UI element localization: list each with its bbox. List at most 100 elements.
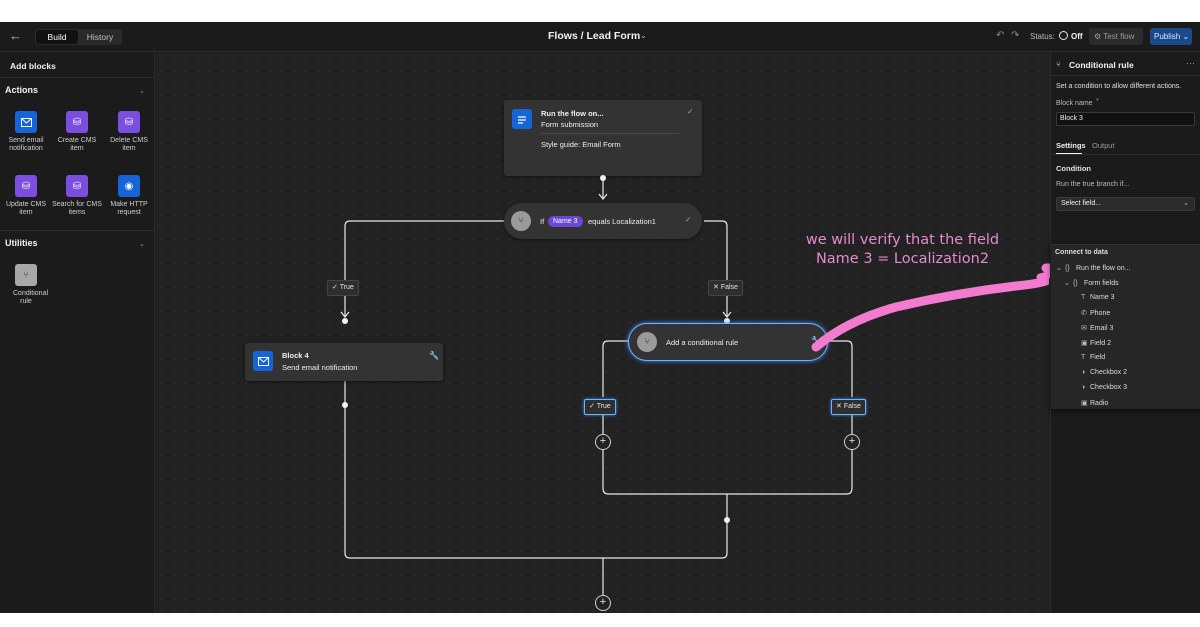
block-update-cms[interactable]: ⛁ Update CMS item bbox=[1, 175, 51, 217]
block-label: Update CMS item bbox=[5, 201, 47, 216]
undo-icon[interactable]: ↶ bbox=[996, 30, 1005, 41]
field-item-checkbox-3[interactable]: ◑Checkbox 3 bbox=[1081, 384, 1127, 391]
text-icon: T bbox=[1081, 294, 1086, 301]
close-icon: ✕ bbox=[836, 403, 844, 410]
branch-icon: ⑂ bbox=[1056, 60, 1061, 69]
field-label: Radio bbox=[1090, 400, 1109, 407]
menu-group-label: Form fields bbox=[1084, 280, 1119, 287]
field-label: Email 3 bbox=[1090, 325, 1114, 332]
block-name-input[interactable]: Block 3 bbox=[1056, 112, 1195, 126]
field-item-phone[interactable]: ✆Phone bbox=[1081, 309, 1110, 317]
field-chip: Name 3 bbox=[548, 216, 583, 227]
chevron-down-icon[interactable]: ⌄ bbox=[139, 88, 145, 95]
select-icon: ▣ bbox=[1081, 400, 1088, 407]
block-search-cms[interactable]: ⛁ Search for CMS items bbox=[52, 175, 102, 217]
true-branch-tag-2[interactable]: ✓ True bbox=[584, 399, 616, 415]
annotation-arrow bbox=[811, 276, 1049, 352]
field-item-radio[interactable]: ▣Radio bbox=[1081, 399, 1108, 407]
field-item-email-3[interactable]: ✉Email 3 bbox=[1081, 324, 1113, 332]
tab-output[interactable]: Output bbox=[1092, 141, 1115, 150]
field-label: Phone bbox=[1090, 310, 1111, 317]
block-send-email[interactable]: Send email notification bbox=[1, 111, 51, 153]
test-flow-button[interactable]: ⚙ Test flow bbox=[1089, 28, 1143, 45]
false-label: False bbox=[843, 403, 861, 410]
connector-dot[interactable] bbox=[600, 175, 606, 181]
connector-dot[interactable] bbox=[724, 318, 730, 324]
panel-title: Add blocks bbox=[10, 61, 56, 71]
database-search-icon: ⛁ bbox=[66, 175, 88, 197]
block-label: Send email notification bbox=[8, 137, 44, 152]
block-name-label: Block name bbox=[1056, 100, 1093, 107]
tab-build[interactable]: Build bbox=[36, 30, 78, 44]
flow-canvas[interactable]: Run the flow on... Form submission ✓ Sty… bbox=[156, 53, 1049, 613]
branch-icon: ⑂ bbox=[637, 332, 657, 352]
connector-dot[interactable] bbox=[342, 318, 348, 324]
field-item-field-2[interactable]: ▣Field 2 bbox=[1081, 339, 1111, 347]
field-label: Field bbox=[1090, 354, 1106, 361]
connector-dot[interactable] bbox=[724, 517, 730, 523]
conditional-node-2[interactable]: ⑂ Add a conditional rule 🔧 bbox=[628, 323, 828, 361]
field-label: Checkbox 3 bbox=[1090, 384, 1127, 391]
branch-icon: ⑂ bbox=[15, 264, 37, 286]
add-step-plus-icon[interactable]: + bbox=[595, 595, 611, 611]
menu-root-item[interactable]: ⌄{}Run the flow on... bbox=[1056, 264, 1130, 272]
app-window: ← Build History Flows / Lead Form ⌄ ↶ ↷ … bbox=[0, 22, 1200, 613]
braces-icon: {} bbox=[1073, 280, 1078, 287]
status-value[interactable]: Off bbox=[1071, 32, 1083, 41]
check-icon: ✓ bbox=[687, 107, 694, 116]
publish-button[interactable]: Publish ⌄ bbox=[1150, 28, 1192, 45]
chevron-down-icon: ⌄ bbox=[1064, 280, 1070, 287]
toggle-icon: ◑ bbox=[1081, 369, 1086, 376]
check-icon: ✓ bbox=[685, 215, 692, 224]
redo-icon[interactable]: ↷ bbox=[1011, 30, 1020, 41]
chevron-down-icon: ⌄ bbox=[1056, 265, 1062, 272]
trigger-node[interactable]: Run the flow on... Form submission ✓ Sty… bbox=[504, 100, 702, 176]
form-icon bbox=[512, 109, 532, 129]
add-blocks-panel: Add blocks Actions ⌄ Send email notifica… bbox=[0, 53, 155, 613]
more-icon[interactable]: ··· bbox=[1186, 58, 1195, 68]
block-http-request[interactable]: ◉ Make HTTP request bbox=[104, 175, 154, 217]
tab-history[interactable]: History bbox=[86, 32, 114, 42]
test-flow-label: Test flow bbox=[1103, 32, 1135, 41]
field-item-checkbox-2[interactable]: ◑Checkbox 2 bbox=[1081, 369, 1127, 376]
chevron-down-icon[interactable]: ⌄ bbox=[139, 241, 145, 248]
block-create-cms[interactable]: ⛁ Create CMS item bbox=[52, 111, 102, 153]
section-actions-title[interactable]: Actions bbox=[5, 85, 39, 95]
tab-settings[interactable]: Settings bbox=[1056, 141, 1086, 150]
condition-heading: Condition bbox=[1056, 164, 1091, 173]
chevron-down-icon: ⌄ bbox=[1180, 32, 1190, 41]
page-title[interactable]: Flows / Lead Form bbox=[548, 30, 641, 42]
add-step-plus-icon[interactable]: + bbox=[595, 434, 611, 450]
condition-2-text: Add a conditional rule bbox=[666, 338, 739, 347]
trigger-subtitle: Form submission bbox=[541, 120, 599, 129]
block-4-title: Block 4 bbox=[282, 351, 309, 360]
annotation-text: we will verify that the field Name 3 = L… bbox=[805, 232, 1000, 267]
back-arrow-icon[interactable]: ← bbox=[9, 28, 22, 43]
menu-group-item[interactable]: ⌄{} Form fields bbox=[1064, 279, 1119, 287]
trigger-title: Run the flow on... bbox=[541, 109, 604, 118]
block-label: Create CMS item bbox=[57, 137, 97, 152]
wrench-icon: 🔧 bbox=[429, 351, 439, 360]
chevron-down-icon[interactable]: ⌄ bbox=[640, 31, 647, 40]
database-x-icon: ⛁ bbox=[118, 111, 140, 133]
mail-icon bbox=[253, 351, 273, 371]
section-utilities-title[interactable]: Utilities bbox=[5, 238, 38, 248]
inspector-panel: ⑂ Conditional rule ··· Set a condition t… bbox=[1050, 53, 1200, 613]
chevron-down-icon: ⌄ bbox=[1183, 200, 1189, 207]
globe-icon: ◉ bbox=[118, 175, 140, 197]
conditional-node-1[interactable]: ⑂ If Name 3 equals Localization1 ✓ bbox=[504, 203, 702, 239]
block-delete-cms[interactable]: ⛁ Delete CMS item bbox=[104, 111, 154, 153]
block-conditional-rule[interactable]: ⑂ Conditional rule bbox=[1, 264, 51, 306]
select-field-dropdown[interactable]: Select field... ⌄ bbox=[1056, 197, 1195, 211]
connector-dot[interactable] bbox=[342, 402, 348, 408]
true-branch-tag-1[interactable]: ✓ True bbox=[327, 280, 359, 296]
false-branch-tag-1[interactable]: ✕ False bbox=[708, 280, 743, 296]
false-branch-tag-2[interactable]: ✕ False bbox=[831, 399, 866, 415]
check-icon: ✓ bbox=[589, 403, 597, 410]
block-4-node[interactable]: Block 4 Send email notification 🔧 bbox=[245, 343, 443, 381]
condition-text: equals Localization1 bbox=[588, 217, 656, 226]
check-icon: ✓ bbox=[332, 284, 340, 291]
add-step-plus-icon[interactable]: + bbox=[844, 434, 860, 450]
